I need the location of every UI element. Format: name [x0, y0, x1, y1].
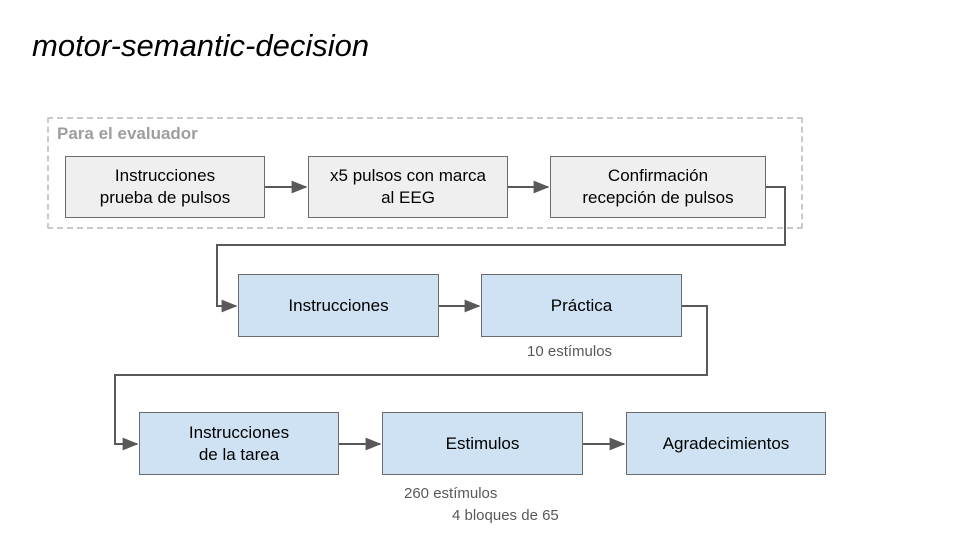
evaluator-group-label: Para el evaluador — [57, 124, 198, 143]
node-pulses: x5 pulsos con marca al EEG — [308, 156, 508, 218]
practice-count-note: 10 estímulos — [527, 343, 613, 360]
node-pulse-confirmation: Confirmación recepción de pulsos — [550, 156, 766, 218]
node-pulse-instructions: Instrucciones prueba de pulsos — [65, 156, 265, 218]
blocks-note: 4 bloques de 65 — [452, 507, 559, 524]
node-thanks: Agradecimientos — [626, 412, 826, 475]
node-task-instructions: Instrucciones de la tarea — [139, 412, 339, 475]
arrow-confirmation-to-instructions — [216, 186, 786, 313]
arrow-practice-to-task-instructions — [114, 305, 708, 451]
evaluator-group — [47, 117, 803, 229]
node-practice: Práctica — [481, 274, 682, 337]
stimuli-count-note: 260 estímulos — [404, 485, 498, 502]
node-instructions: Instrucciones — [238, 274, 439, 337]
node-stimuli: Estimulos — [382, 412, 583, 475]
page-title: motor-semantic-decision — [32, 28, 370, 63]
